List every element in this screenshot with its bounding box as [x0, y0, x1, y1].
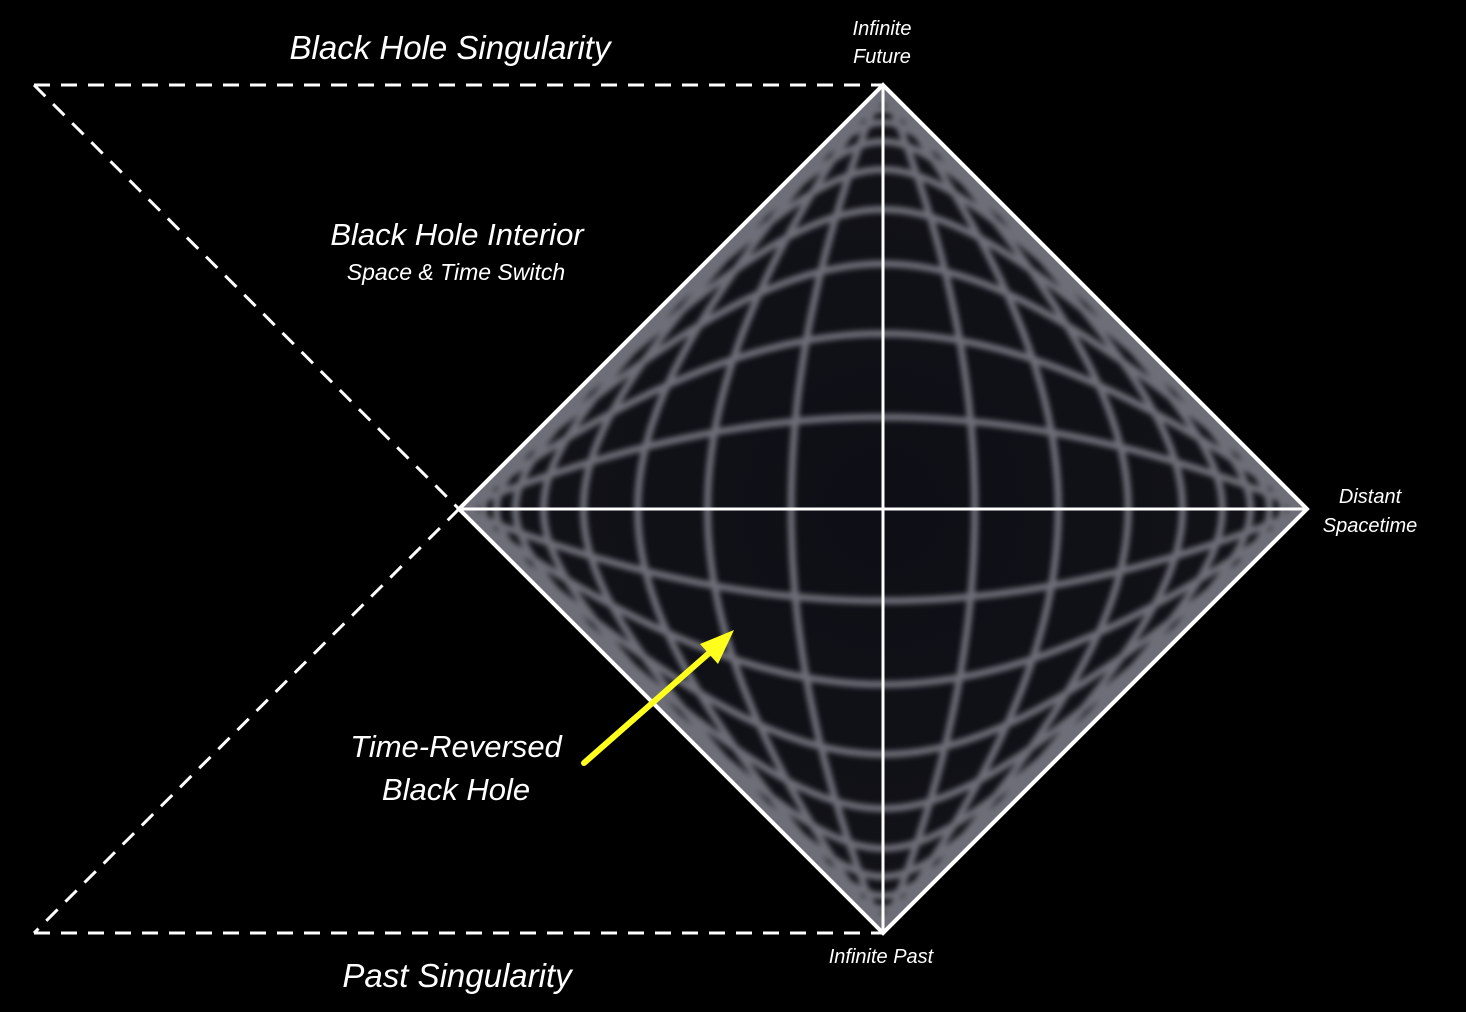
- label-black-hole-interior: Black Hole Interior: [330, 217, 585, 252]
- label-space-time-switch: Space & Time Switch: [347, 259, 565, 285]
- arrow-shaft: [581, 644, 719, 766]
- past-horizon-line: [32, 507, 461, 935]
- interior-horizon-line: [32, 83, 461, 511]
- singularity-boundaries: [32, 83, 883, 935]
- label-black-hole-singularity: Black Hole Singularity: [290, 29, 613, 66]
- arrow: [581, 630, 734, 766]
- label-time-reversed-line1: Time-Reversed: [350, 729, 563, 764]
- label-infinite-future-line2: Future: [853, 46, 911, 68]
- label-past-singularity: Past Singularity: [342, 957, 574, 994]
- label-infinite-future-line1: Infinite: [853, 18, 912, 40]
- label-time-reversed-line2: Black Hole: [382, 772, 530, 807]
- label-distant-spacetime-line1: Distant: [1339, 486, 1403, 508]
- diamond-axes: [459, 85, 1307, 933]
- label-infinite-past: Infinite Past: [829, 946, 935, 968]
- arrow-head: [700, 630, 734, 664]
- label-distant-spacetime-line2: Spacetime: [1323, 515, 1418, 537]
